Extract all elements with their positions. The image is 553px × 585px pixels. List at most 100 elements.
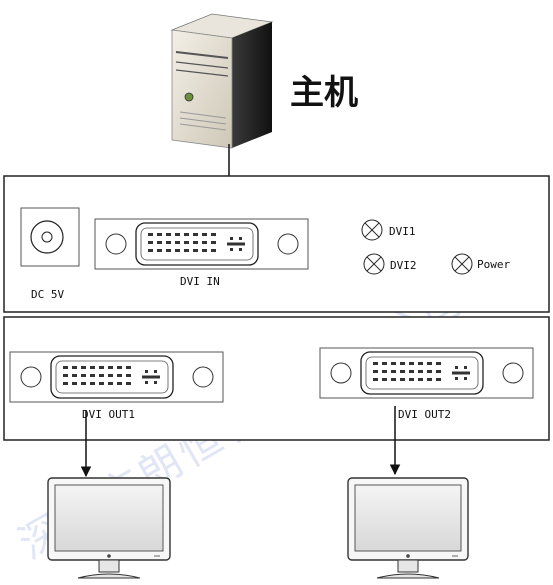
dvi-pin bbox=[175, 233, 180, 236]
dvi-pin bbox=[90, 382, 95, 385]
dvi-pin bbox=[72, 374, 77, 377]
dvi-ground-blade bbox=[227, 242, 245, 246]
dvi-pin bbox=[373, 370, 378, 373]
dvi-pin bbox=[126, 382, 131, 385]
led-power: Power bbox=[451, 253, 510, 275]
dvi-pin bbox=[193, 241, 198, 244]
dvi-pin-grid bbox=[148, 233, 245, 252]
dvi-pin bbox=[409, 362, 414, 365]
dvi-pin bbox=[184, 249, 189, 252]
dvi-pin bbox=[90, 374, 95, 377]
dvi-pin bbox=[72, 382, 77, 385]
dvi-pin bbox=[391, 370, 396, 373]
dvi-out1-label: DVI OUT1 bbox=[82, 408, 135, 421]
led-power-icon bbox=[451, 253, 473, 275]
dvi-pin bbox=[166, 233, 171, 236]
dvi-in-connector bbox=[94, 218, 309, 270]
dvi-pin bbox=[63, 374, 68, 377]
led-power-label: Power bbox=[477, 258, 510, 271]
led-dvi2-icon bbox=[363, 253, 385, 275]
dvi-pin bbox=[148, 233, 153, 236]
dvi-pin bbox=[108, 374, 113, 377]
dvi-pin bbox=[108, 366, 113, 369]
dvi-analog-pin bbox=[145, 370, 148, 373]
splitter-input-panel: DC 5V DVI IN DVI1 DVI2 bbox=[3, 175, 550, 313]
dvi-pin bbox=[108, 382, 113, 385]
dvi-pin bbox=[391, 362, 396, 365]
dvi-analog-pin bbox=[239, 248, 242, 251]
dvi-analog-pin bbox=[464, 366, 467, 369]
dvi-analog-pin bbox=[154, 370, 157, 373]
dvi-pin bbox=[400, 362, 405, 365]
dvi-pin bbox=[175, 241, 180, 244]
monitor-icon bbox=[47, 477, 171, 579]
dvi-pin bbox=[90, 366, 95, 369]
dvi-pin bbox=[193, 249, 198, 252]
dvi-pin bbox=[166, 241, 171, 244]
dvi-pin bbox=[400, 370, 405, 373]
dvi-analog-pin bbox=[145, 381, 148, 384]
dvi-pin bbox=[409, 378, 414, 381]
dvi-pin bbox=[148, 241, 153, 244]
dvi-pin bbox=[427, 362, 432, 365]
splitter-output-panel: DVI OUT1 DVI OUT2 bbox=[3, 316, 550, 441]
dc-power-jack bbox=[20, 207, 80, 267]
dvi-pin bbox=[175, 249, 180, 252]
dvi-pin bbox=[391, 378, 396, 381]
dvi-pin bbox=[211, 241, 216, 244]
dvi-pin bbox=[436, 362, 441, 365]
dvi-pin bbox=[193, 233, 198, 236]
dvi-pin bbox=[211, 249, 216, 252]
dvi-pin bbox=[148, 249, 153, 252]
dvi-pin bbox=[418, 378, 423, 381]
dvi-pin bbox=[184, 233, 189, 236]
dvi-pin bbox=[99, 366, 104, 369]
dvi-pin bbox=[157, 249, 162, 252]
monitor-icon bbox=[347, 477, 469, 579]
dvi-analog-pin bbox=[455, 366, 458, 369]
dvi-pin bbox=[157, 233, 162, 236]
dvi-pin bbox=[202, 233, 207, 236]
dvi-pin bbox=[81, 382, 86, 385]
dvi-analog-pin bbox=[230, 248, 233, 251]
dvi-pin bbox=[382, 362, 387, 365]
dvi-pin bbox=[126, 366, 131, 369]
dvi-out2-label: DVI OUT2 bbox=[398, 408, 451, 421]
dvi-pin bbox=[99, 382, 104, 385]
dvi-pin bbox=[117, 382, 122, 385]
dvi-pin bbox=[81, 366, 86, 369]
dvi-ground-blade bbox=[452, 371, 470, 375]
dvi-analog-pin bbox=[239, 237, 242, 240]
dvi-pin bbox=[211, 233, 216, 236]
dvi-pin bbox=[117, 366, 122, 369]
dvi-pin bbox=[373, 378, 378, 381]
dvi-pin bbox=[202, 241, 207, 244]
dvi-pin bbox=[126, 374, 131, 377]
dvi-pin bbox=[157, 241, 162, 244]
led-dvi1-label: DVI1 bbox=[389, 225, 416, 238]
dvi-pin bbox=[400, 378, 405, 381]
dvi-pin bbox=[427, 370, 432, 373]
dvi-pin bbox=[63, 382, 68, 385]
dvi-pin bbox=[409, 370, 414, 373]
dvi-pin-grid bbox=[63, 366, 160, 385]
dvi-analog-pin bbox=[230, 237, 233, 240]
dvi-pin bbox=[382, 378, 387, 381]
dc-power-label: DC 5V bbox=[31, 288, 64, 301]
dvi-out1-connector bbox=[9, 351, 224, 403]
host-label: 主机 bbox=[290, 73, 358, 113]
computer-tower-icon bbox=[170, 13, 274, 149]
dvi-in-label: DVI IN bbox=[180, 275, 220, 288]
dvi-ground-blade bbox=[142, 375, 160, 379]
led-dvi1: DVI1 bbox=[361, 219, 416, 241]
dvi-pin bbox=[382, 370, 387, 373]
dvi-pin bbox=[166, 249, 171, 252]
dvi-pin bbox=[117, 374, 122, 377]
dvi-pin bbox=[202, 249, 207, 252]
dvi-pin bbox=[184, 241, 189, 244]
dvi-pin bbox=[72, 366, 77, 369]
dvi-pin bbox=[436, 370, 441, 373]
dvi-analog-pin bbox=[464, 377, 467, 380]
led-dvi1-icon bbox=[361, 219, 383, 241]
